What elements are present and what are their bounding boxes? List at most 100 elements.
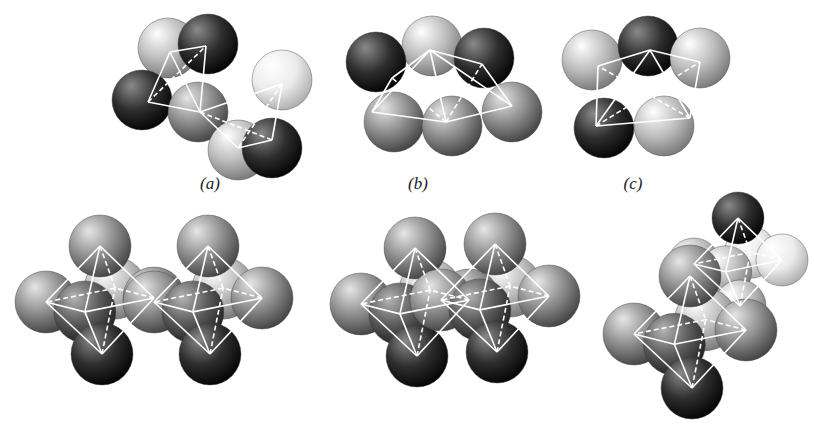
polyhedron-edge bbox=[694, 264, 726, 272]
polyhedron-edge bbox=[238, 140, 272, 148]
polyhedron-edges bbox=[372, 50, 512, 122]
polyhedron-edges bbox=[361, 248, 469, 356]
polyhedron-edge bbox=[170, 52, 200, 112]
atom-sphere bbox=[634, 96, 694, 156]
polyhedron-edge bbox=[154, 288, 223, 302]
polyhedron-edge bbox=[193, 246, 208, 312]
polyhedron-edge bbox=[115, 288, 154, 298]
atom-sphere bbox=[252, 50, 312, 110]
polyhedron-edge bbox=[634, 334, 674, 344]
polyhedron-edge bbox=[148, 102, 200, 112]
polyhedron-edge bbox=[598, 50, 650, 66]
polyhedron-edge bbox=[200, 112, 238, 148]
polyhedron-edge bbox=[193, 312, 210, 354]
atom-sphere bbox=[346, 32, 406, 92]
polyhedron-edge bbox=[392, 50, 430, 78]
polyhedron-edge bbox=[497, 286, 510, 352]
atom-sphere bbox=[574, 98, 634, 158]
atom-sphere bbox=[422, 96, 482, 156]
polyhedron-edge bbox=[46, 246, 100, 302]
polyhedron-edge bbox=[102, 288, 115, 354]
polyhedron-edge bbox=[495, 244, 549, 296]
polyhedron-edge bbox=[674, 276, 690, 344]
polyhedron-edge bbox=[706, 320, 746, 330]
polyhedron-edge bbox=[596, 66, 598, 126]
polyhedron-edge bbox=[738, 218, 750, 252]
polyhedron-edge bbox=[148, 46, 206, 102]
polyhedron-edge bbox=[441, 244, 495, 300]
polyhedron-edge bbox=[200, 112, 272, 140]
polyhedron-edge bbox=[372, 112, 446, 122]
polyhedron-edges bbox=[441, 244, 549, 352]
polyhedron-edge bbox=[726, 272, 740, 306]
polyhedron-edge bbox=[596, 62, 700, 126]
atom-sphere bbox=[670, 28, 730, 88]
polyhedron-edge bbox=[482, 64, 512, 106]
polyhedron-edges bbox=[46, 246, 154, 354]
polyhedron-edge bbox=[238, 84, 282, 148]
atom-spheres bbox=[112, 14, 312, 180]
polyhedron-edge bbox=[510, 286, 549, 296]
polyhedron-edge bbox=[417, 290, 430, 356]
polyhedron-edge bbox=[85, 312, 102, 354]
atom-spheres bbox=[330, 213, 580, 387]
polyhedron-edge bbox=[740, 252, 750, 306]
polyhedron-edge bbox=[430, 50, 482, 64]
polyhedron-edge bbox=[400, 314, 417, 356]
polyhedron-edge bbox=[361, 304, 400, 314]
polyhedron-edge bbox=[46, 288, 115, 302]
polyhedron-edge bbox=[692, 320, 706, 388]
polyhedron-edge bbox=[154, 302, 193, 312]
polyhedron-edge bbox=[738, 218, 782, 260]
polyhedron-edges bbox=[154, 246, 262, 354]
polyhedron-edge bbox=[441, 286, 510, 300]
panel-label: (a) bbox=[200, 174, 220, 194]
panel-label: (b) bbox=[408, 174, 428, 194]
polyhedron-edge bbox=[200, 84, 282, 112]
atom-sphere bbox=[618, 16, 678, 76]
polyhedron-edge bbox=[361, 248, 415, 304]
polyhedron-edges bbox=[634, 276, 746, 388]
polyhedron-edge bbox=[690, 276, 706, 320]
polyhedron-edge bbox=[208, 246, 262, 298]
polyhedron-edge bbox=[690, 276, 746, 330]
polyhedron-edge bbox=[400, 300, 469, 314]
polyhedron-edge bbox=[441, 300, 480, 310]
polyhedron-edge bbox=[415, 248, 430, 290]
atom-sphere bbox=[178, 14, 238, 74]
atom-sphere bbox=[402, 16, 462, 76]
polyhedron-edges bbox=[148, 46, 282, 148]
polyhedron-edge bbox=[148, 52, 170, 102]
polyhedron-edge bbox=[100, 246, 154, 298]
polyhedron-edge bbox=[598, 66, 690, 118]
polyhedron-edges bbox=[596, 50, 700, 126]
polyhedron-edge bbox=[495, 244, 510, 286]
polyhedron-edge bbox=[154, 246, 208, 302]
polyhedron-edge bbox=[694, 218, 738, 264]
atom-spheres bbox=[346, 16, 542, 156]
atom-spheres bbox=[562, 16, 730, 158]
polyhedron-edge bbox=[694, 252, 750, 264]
atom-sphere bbox=[242, 118, 302, 178]
polyhedron-edge bbox=[430, 50, 512, 106]
polyhedron-edge bbox=[200, 46, 206, 112]
polyhedron-edge bbox=[392, 78, 446, 122]
polyhedron-edge bbox=[480, 244, 495, 310]
polyhedron-edge bbox=[210, 288, 223, 354]
polyhedron-edge bbox=[85, 246, 100, 312]
polyhedron-edge bbox=[361, 290, 430, 304]
polyhedron-edge bbox=[596, 118, 690, 126]
polyhedron-edge bbox=[46, 302, 85, 312]
polyhedron-edge bbox=[400, 248, 415, 314]
polyhedron-edge bbox=[223, 288, 262, 298]
atom-spheres bbox=[603, 245, 777, 419]
polyhedron-edge bbox=[208, 246, 223, 288]
panel-label: (c) bbox=[624, 174, 643, 194]
atom-spheres bbox=[15, 215, 293, 385]
polyhedron-edge bbox=[372, 78, 392, 112]
atom-sphere bbox=[562, 30, 622, 90]
polyhedron-edge bbox=[690, 62, 700, 118]
polyhedron-edge bbox=[85, 298, 154, 312]
